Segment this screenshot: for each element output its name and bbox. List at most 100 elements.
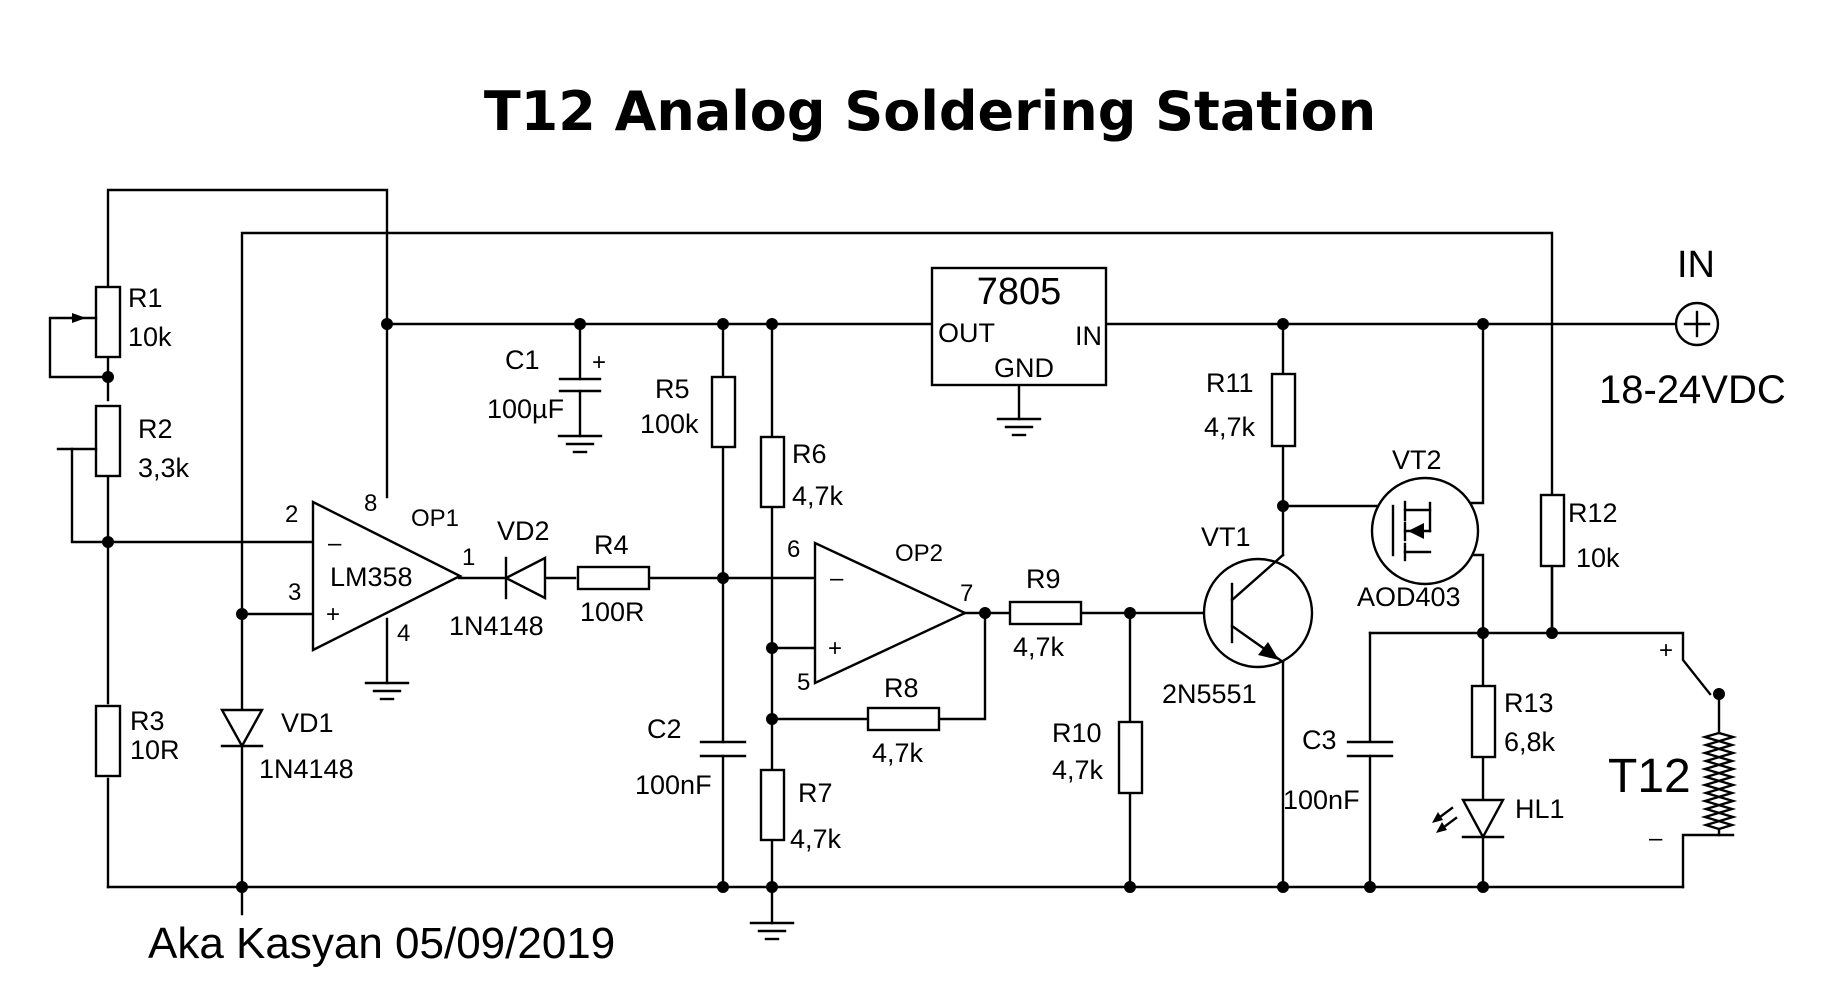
r4-value: 100R	[580, 597, 645, 627]
transistor-vt1	[1202, 553, 1314, 669]
op1-minus: –	[328, 530, 342, 557]
r11-value: 4,7k	[1204, 412, 1256, 442]
power-input-terminal	[1674, 301, 1720, 347]
resistor-r6	[759, 435, 786, 509]
resistor-r10	[1117, 720, 1144, 795]
capacitor-c1	[558, 377, 602, 393]
op2-minus: –	[830, 565, 844, 592]
vd1-part: 1N4148	[259, 754, 354, 784]
hl1-ref: HL1	[1515, 794, 1565, 824]
op1-ref: OP1	[411, 505, 459, 532]
r1-value: 10k	[128, 322, 172, 352]
junction-dots	[102, 318, 1725, 893]
r4-ref: R4	[594, 530, 629, 560]
c3-value: 100nF	[1283, 785, 1360, 815]
c3-ref: C3	[1302, 725, 1337, 755]
vt1-part: 2N5551	[1162, 679, 1257, 709]
op1-pin4: 4	[397, 620, 410, 647]
diode-vd2	[503, 556, 547, 600]
op2-plus: +	[828, 635, 842, 662]
resistor-r1	[94, 285, 122, 359]
vd2-ref: VD2	[497, 516, 550, 546]
c2-value: 100nF	[635, 770, 712, 800]
r7-value: 4,7k	[790, 824, 842, 854]
op1-pin8: 8	[364, 490, 377, 517]
resistor-r8	[866, 706, 941, 732]
r5-ref: R5	[655, 374, 690, 404]
op1-part: LM358	[330, 562, 413, 592]
r12-value: 10k	[1576, 543, 1620, 573]
regulator-name: 7805	[977, 271, 1062, 313]
r13-value: 6,8k	[1504, 727, 1556, 757]
t12-minus: –	[1649, 825, 1663, 852]
resistor-r12	[1539, 493, 1566, 568]
t12-plus: +	[1659, 637, 1673, 664]
t12-ref: T12	[1608, 750, 1691, 803]
r10-ref: R10	[1052, 718, 1102, 748]
t12-heater	[1700, 692, 1738, 837]
vd2-part: 1N4148	[449, 611, 544, 641]
op2-pin6: 6	[787, 536, 800, 563]
r13-ref: R13	[1504, 688, 1554, 718]
r6-value: 4,7k	[792, 481, 844, 511]
r7-ref: R7	[798, 778, 833, 808]
opamp-op1: – + LM358	[311, 500, 463, 652]
op2-pin7: 7	[960, 580, 973, 607]
r2-value: 3,3k	[138, 453, 190, 483]
op1-pin3: 3	[288, 579, 301, 606]
c1-ref: C1	[505, 345, 540, 375]
transistor-vt2	[1370, 476, 1480, 586]
author-signature: Aka Kasyan 05/09/2019	[148, 919, 615, 968]
resistor-r7	[759, 768, 786, 842]
r3-value: 10R	[130, 735, 180, 765]
capacitor-c3	[1346, 740, 1394, 758]
resistor-r2	[94, 404, 122, 478]
op1-pin2: 2	[285, 501, 298, 528]
power-voltage-label: 18-24VDC	[1599, 368, 1786, 412]
op1-plus: +	[326, 601, 340, 628]
r12-ref: R12	[1568, 498, 1618, 528]
regulator-gnd-label: GND	[994, 353, 1054, 383]
r10-value: 4,7k	[1052, 755, 1104, 785]
c2-ref: C2	[647, 714, 682, 744]
regulator-in-label: IN	[1075, 321, 1102, 351]
r9-ref: R9	[1026, 564, 1061, 594]
vt2-ref: VT2	[1392, 445, 1442, 475]
resistor-r9	[1008, 600, 1083, 626]
r9-value: 4,7k	[1013, 632, 1065, 662]
component-labels: IN 18-24VDC R1 10k R2 3,3k R3 10R 2 3 8 …	[128, 244, 1786, 968]
capacitor-c2	[699, 740, 747, 758]
resistor-r5	[710, 375, 737, 449]
resistors	[70, 285, 1566, 842]
r11-ref: R11	[1206, 368, 1254, 398]
capacitors	[558, 377, 1394, 758]
vt2-part: AOD403	[1357, 582, 1461, 612]
op2-ref: OP2	[895, 540, 943, 567]
r1-ref: R1	[128, 283, 163, 313]
regulator-7805: 7805 OUT IN GND	[930, 266, 1108, 387]
resistor-r3	[94, 704, 122, 778]
vd1-ref: VD1	[281, 708, 334, 738]
vt1-ref: VT1	[1201, 522, 1251, 552]
c1-value: 100µF	[487, 394, 564, 424]
resistor-r4	[576, 565, 651, 591]
resistor-r13	[1470, 684, 1497, 759]
schematic-title: T12 Analog Soldering Station	[484, 80, 1376, 143]
r8-value: 4,7k	[872, 738, 924, 768]
r2-ref: R2	[138, 414, 173, 444]
regulator-out-label: OUT	[938, 318, 995, 348]
r3-ref: R3	[130, 706, 165, 736]
diode-vd1	[219, 708, 265, 749]
op2-pin5: 5	[797, 669, 810, 696]
r5-value: 100k	[640, 409, 699, 439]
led-hl1	[1432, 798, 1506, 840]
power-in-label: IN	[1677, 244, 1715, 286]
ground-symbols	[364, 417, 1042, 941]
r6-ref: R6	[792, 439, 827, 469]
r8-ref: R8	[884, 673, 919, 703]
opamp-op2: – +	[813, 541, 968, 685]
c1-pol: +	[592, 349, 606, 376]
op1-pin1: 1	[462, 544, 475, 571]
resistor-r11	[1270, 372, 1297, 448]
